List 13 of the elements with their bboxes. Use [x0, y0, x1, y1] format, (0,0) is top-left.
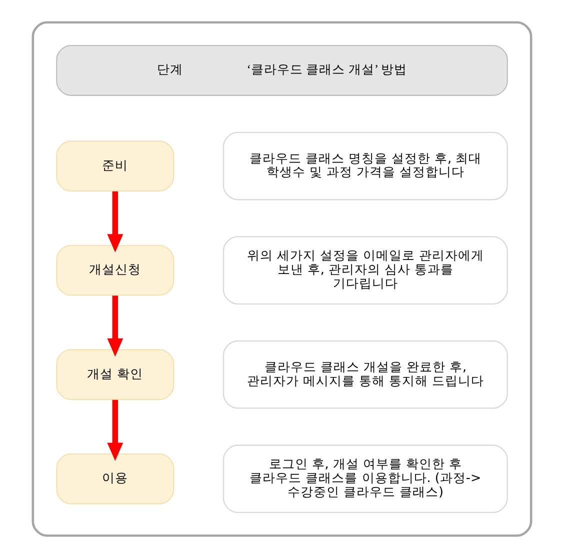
- node-box: 로그인 후, 개설 여부를 확인한 후 클라우드 클래스를 이용합니다. (과정-> 수강중인 클라우드 클래스): [222, 444, 508, 514]
- cluster: [32, 21, 532, 537]
- node-box: 클라우드 클래스 명칭을 설정한 후, 최대 학생수 및 과정 가격을 설정합니다: [222, 132, 508, 200]
- node-box: 단계 ‘클라우드 클래스 개설’ 방법: [56, 44, 508, 96]
- arrow: [107, 296, 124, 357]
- node-box: 클라우드 클래스 개설을 완료한 후, 관리자가 메시지를 통해 통지해 드립니다: [222, 340, 508, 409]
- arrow: [107, 191, 124, 252]
- node-box: 개설 확인: [56, 349, 174, 400]
- node-box: 준비: [56, 140, 174, 192]
- node-box: 위의 세가지 설정을 이메일로 관리자에게 보낸 후, 관리자의 심사 통과를 기다립니다: [222, 236, 508, 304]
- arrow: [107, 400, 124, 461]
- node-box: 이용: [56, 453, 174, 504]
- node-box: 개설신청: [56, 244, 174, 296]
